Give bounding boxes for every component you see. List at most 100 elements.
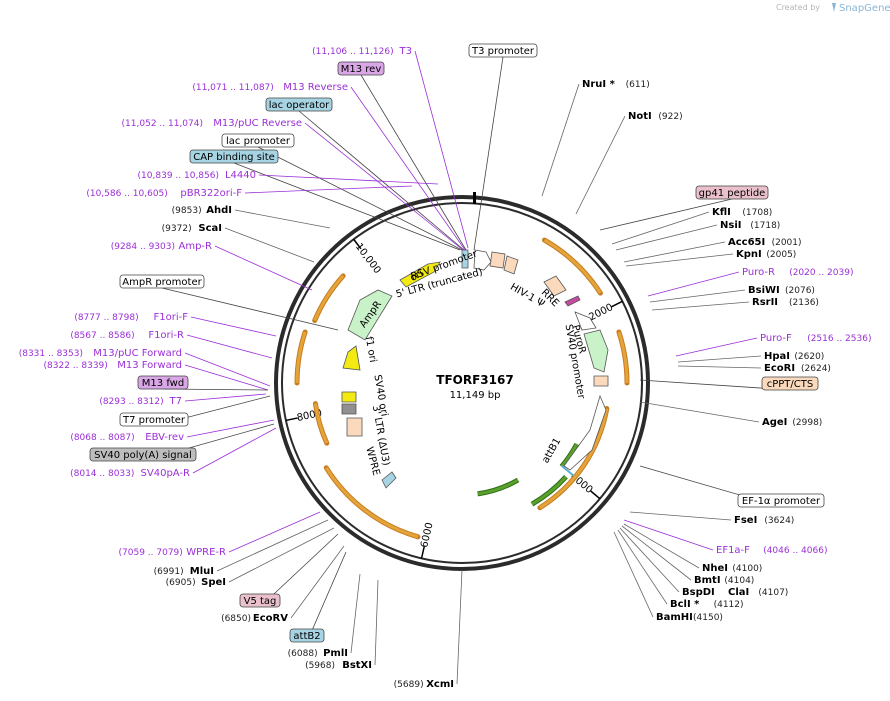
feature-label: T7 promoter	[122, 415, 186, 426]
primer-name: EF1a-F	[716, 545, 750, 556]
label-leader-line	[615, 224, 718, 251]
primer-name: EBV-rev	[145, 432, 184, 443]
feature-label: V5 tag	[244, 596, 277, 607]
feature-label: cPPT/CTS	[767, 379, 813, 390]
feature-label-box	[137, 375, 189, 390]
label-leader-line	[613, 531, 654, 618]
primer-position: (8322 .. 8339)	[44, 361, 108, 371]
feature-label-box	[119, 274, 205, 289]
feature-label: T3 promoter	[471, 46, 535, 57]
enzyme-position: (6991)	[154, 567, 184, 577]
label-leader-line	[647, 271, 740, 297]
snapgene-logo-icon	[832, 3, 836, 12]
label-leader-line	[228, 527, 335, 583]
label-leader-line	[350, 86, 466, 251]
primer-binding-arc	[313, 403, 329, 444]
enzyme-name: NheI	[702, 563, 728, 574]
feature-label: AmpR promoter	[122, 277, 202, 288]
enzyme-position: (6850)	[221, 614, 251, 624]
wpre-feature	[381, 471, 397, 489]
label-leader-line	[575, 115, 626, 215]
label-leader-line	[244, 185, 413, 194]
label-leader-line	[675, 337, 758, 357]
sv40-ori-feature	[341, 391, 357, 403]
primer-name: M13/pUC Reverse	[213, 118, 302, 129]
label-leader-line	[192, 427, 277, 474]
label-leader-line	[473, 56, 504, 251]
label-leader-line	[184, 393, 267, 402]
label-leader-line	[190, 316, 277, 337]
sv40-promoter-feature	[583, 329, 609, 373]
enzyme-name: BsiWI	[748, 285, 780, 296]
label-leader-line	[186, 334, 273, 359]
created-by-text: Created by	[776, 3, 820, 12]
hiv-psi-feature	[489, 251, 506, 269]
primer-binding-arc	[539, 408, 609, 509]
primer-name: F1ori-R	[148, 330, 184, 341]
label-leader-line	[298, 110, 465, 251]
enzyme-position: (1718)	[750, 221, 780, 231]
feature-label: EF-1α promoter	[742, 496, 821, 507]
label-leader-line	[224, 227, 315, 263]
enzyme-position: (2005)	[766, 250, 796, 260]
feature-label-box	[761, 376, 819, 391]
label-leader-line	[216, 519, 329, 572]
label-leader-line	[234, 209, 331, 229]
label-leader-line	[304, 122, 464, 251]
tick-mark	[611, 300, 623, 308]
feature-label: M13 rev	[341, 64, 382, 75]
enzyme-position: (9853)	[172, 206, 202, 216]
enzyme-position: (2076)	[785, 286, 815, 296]
label-leader-line	[611, 211, 710, 245]
feature-label-box	[239, 593, 281, 608]
primer-name: Amp-R	[179, 241, 213, 252]
backbone-inner-ring	[281, 202, 643, 564]
f1-ori-feature	[342, 345, 361, 371]
primer-binding-arc	[295, 331, 307, 384]
enzyme-name: BmtI	[694, 575, 721, 586]
primer-name: M13 Reverse	[283, 82, 348, 93]
enzyme-position: (2624)	[801, 364, 831, 374]
enzyme-name: KpnI	[736, 249, 762, 260]
primer-position: (8014 .. 8033)	[70, 469, 134, 479]
feature-label: attB2	[293, 631, 320, 642]
enzyme-name: BstXI	[342, 660, 372, 671]
label-leader-line	[161, 287, 339, 331]
label-leader-line	[629, 511, 732, 521]
primer-position: (11,106 .. 11,126)	[312, 47, 393, 57]
feature-label-box	[337, 61, 385, 76]
primer-position: (10,839 .. 10,856)	[138, 171, 219, 181]
label-leader-line	[677, 355, 762, 363]
feature-label-box	[189, 149, 279, 164]
sv40-polya-feature	[341, 403, 357, 415]
enzyme-position: (4107)	[758, 588, 788, 598]
enzyme-name: MluI	[190, 566, 214, 577]
enzyme-name: RsrII	[752, 297, 778, 308]
enzyme-name: AgeI	[762, 417, 787, 428]
enzyme-name: NruI *	[582, 79, 616, 90]
feature-label-box	[119, 412, 189, 427]
enzyme-name: EcoRI	[764, 363, 795, 374]
label-leader-line	[233, 162, 461, 251]
primer-position: (11,052 .. 11,074)	[122, 119, 203, 129]
ampr-feature	[347, 289, 393, 341]
feature-label-box	[737, 493, 825, 508]
label-leader-line	[623, 519, 714, 551]
feature-label-box	[265, 97, 333, 112]
primer-position: (8331 .. 8353)	[19, 349, 83, 359]
primer-position: (8068 .. 8087)	[70, 433, 134, 443]
primer-position: (9284 .. 9303)	[111, 242, 175, 252]
label-leaders	[142, 50, 791, 685]
tick-mark	[353, 238, 362, 250]
enzyme-name: AhdI	[206, 205, 232, 216]
enzyme-position: (4112)	[714, 600, 744, 610]
label-leader-line	[651, 301, 750, 311]
enzyme-name: EcoRV	[253, 613, 288, 624]
rre-feature	[503, 255, 519, 275]
feature-label: SV40 poly(A) signal	[94, 450, 192, 461]
feature-label-box	[89, 447, 197, 462]
enzyme-name: BamHI	[656, 612, 693, 623]
primer-position: (2516 .. 2536)	[807, 334, 871, 344]
